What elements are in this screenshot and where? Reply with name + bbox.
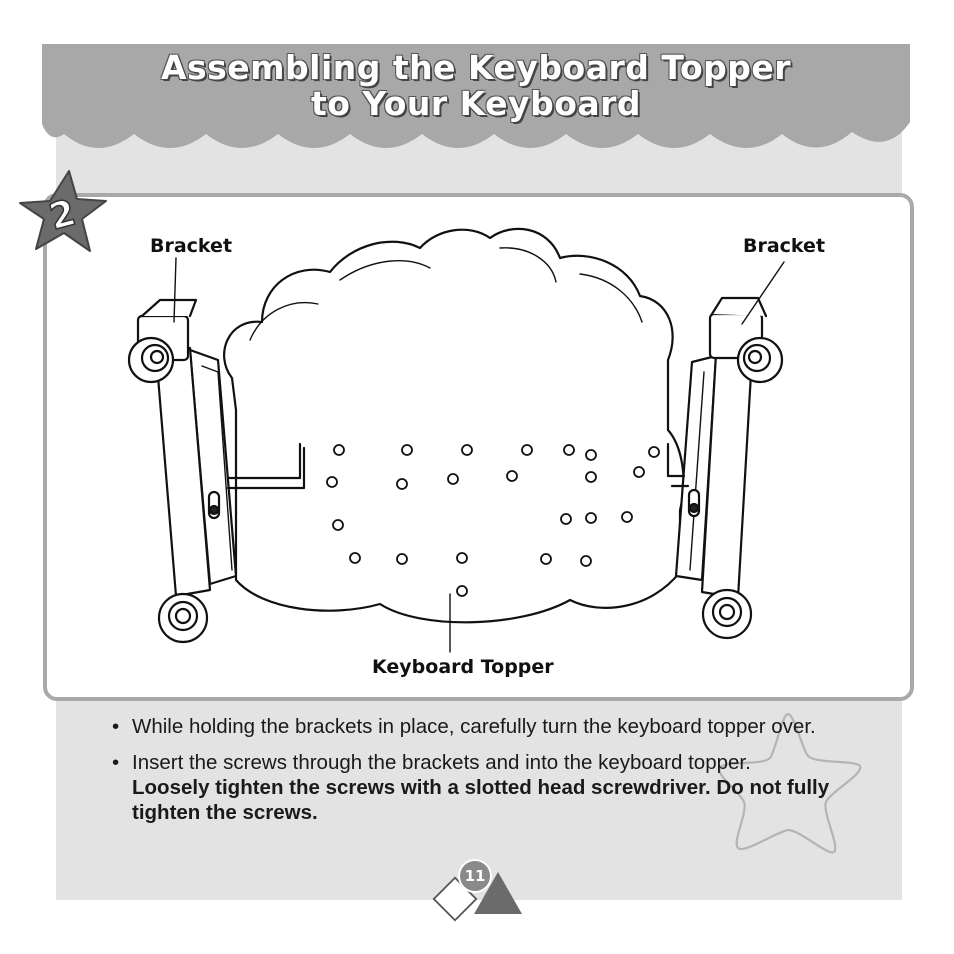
step-star-icon: 2 xyxy=(19,170,107,252)
page-title-line-2: to Your Keyboard xyxy=(310,84,642,123)
assembly-diagram xyxy=(127,227,785,653)
keyboard-topper-outline xyxy=(223,227,685,624)
page-number-shapes xyxy=(432,859,522,922)
instruction-text: Insert the screws through the brackets a… xyxy=(132,751,751,774)
bullet-marker: • xyxy=(112,715,120,738)
page-number: 11 xyxy=(464,867,486,885)
instruction-item: • Insert the screws through the brackets… xyxy=(112,750,832,825)
title-banner xyxy=(42,44,910,148)
instruction-text: While holding the brackets in place, car… xyxy=(132,715,816,738)
page-title: Assembling the Keyboard Topper to Your K… xyxy=(42,50,910,122)
leader-line-right xyxy=(741,261,785,325)
instruction-item: • While holding the brackets in place, c… xyxy=(112,714,832,739)
page-title-line-1: Assembling the Keyboard Topper xyxy=(160,48,792,87)
screw-holes xyxy=(326,444,660,597)
keyboard-topper-label: Keyboard Topper xyxy=(372,656,554,678)
instruction-emphasis: Loosely tighten the screws with a slotte… xyxy=(132,776,830,824)
decorative-star-icon xyxy=(718,712,862,854)
leader-line-left xyxy=(173,257,177,323)
bracket-label-left: Bracket xyxy=(150,235,233,257)
bracket-label-right: Bracket xyxy=(743,235,826,257)
bullet-marker: • xyxy=(112,751,120,774)
instructions-list: • While holding the brackets in place, c… xyxy=(112,714,832,836)
